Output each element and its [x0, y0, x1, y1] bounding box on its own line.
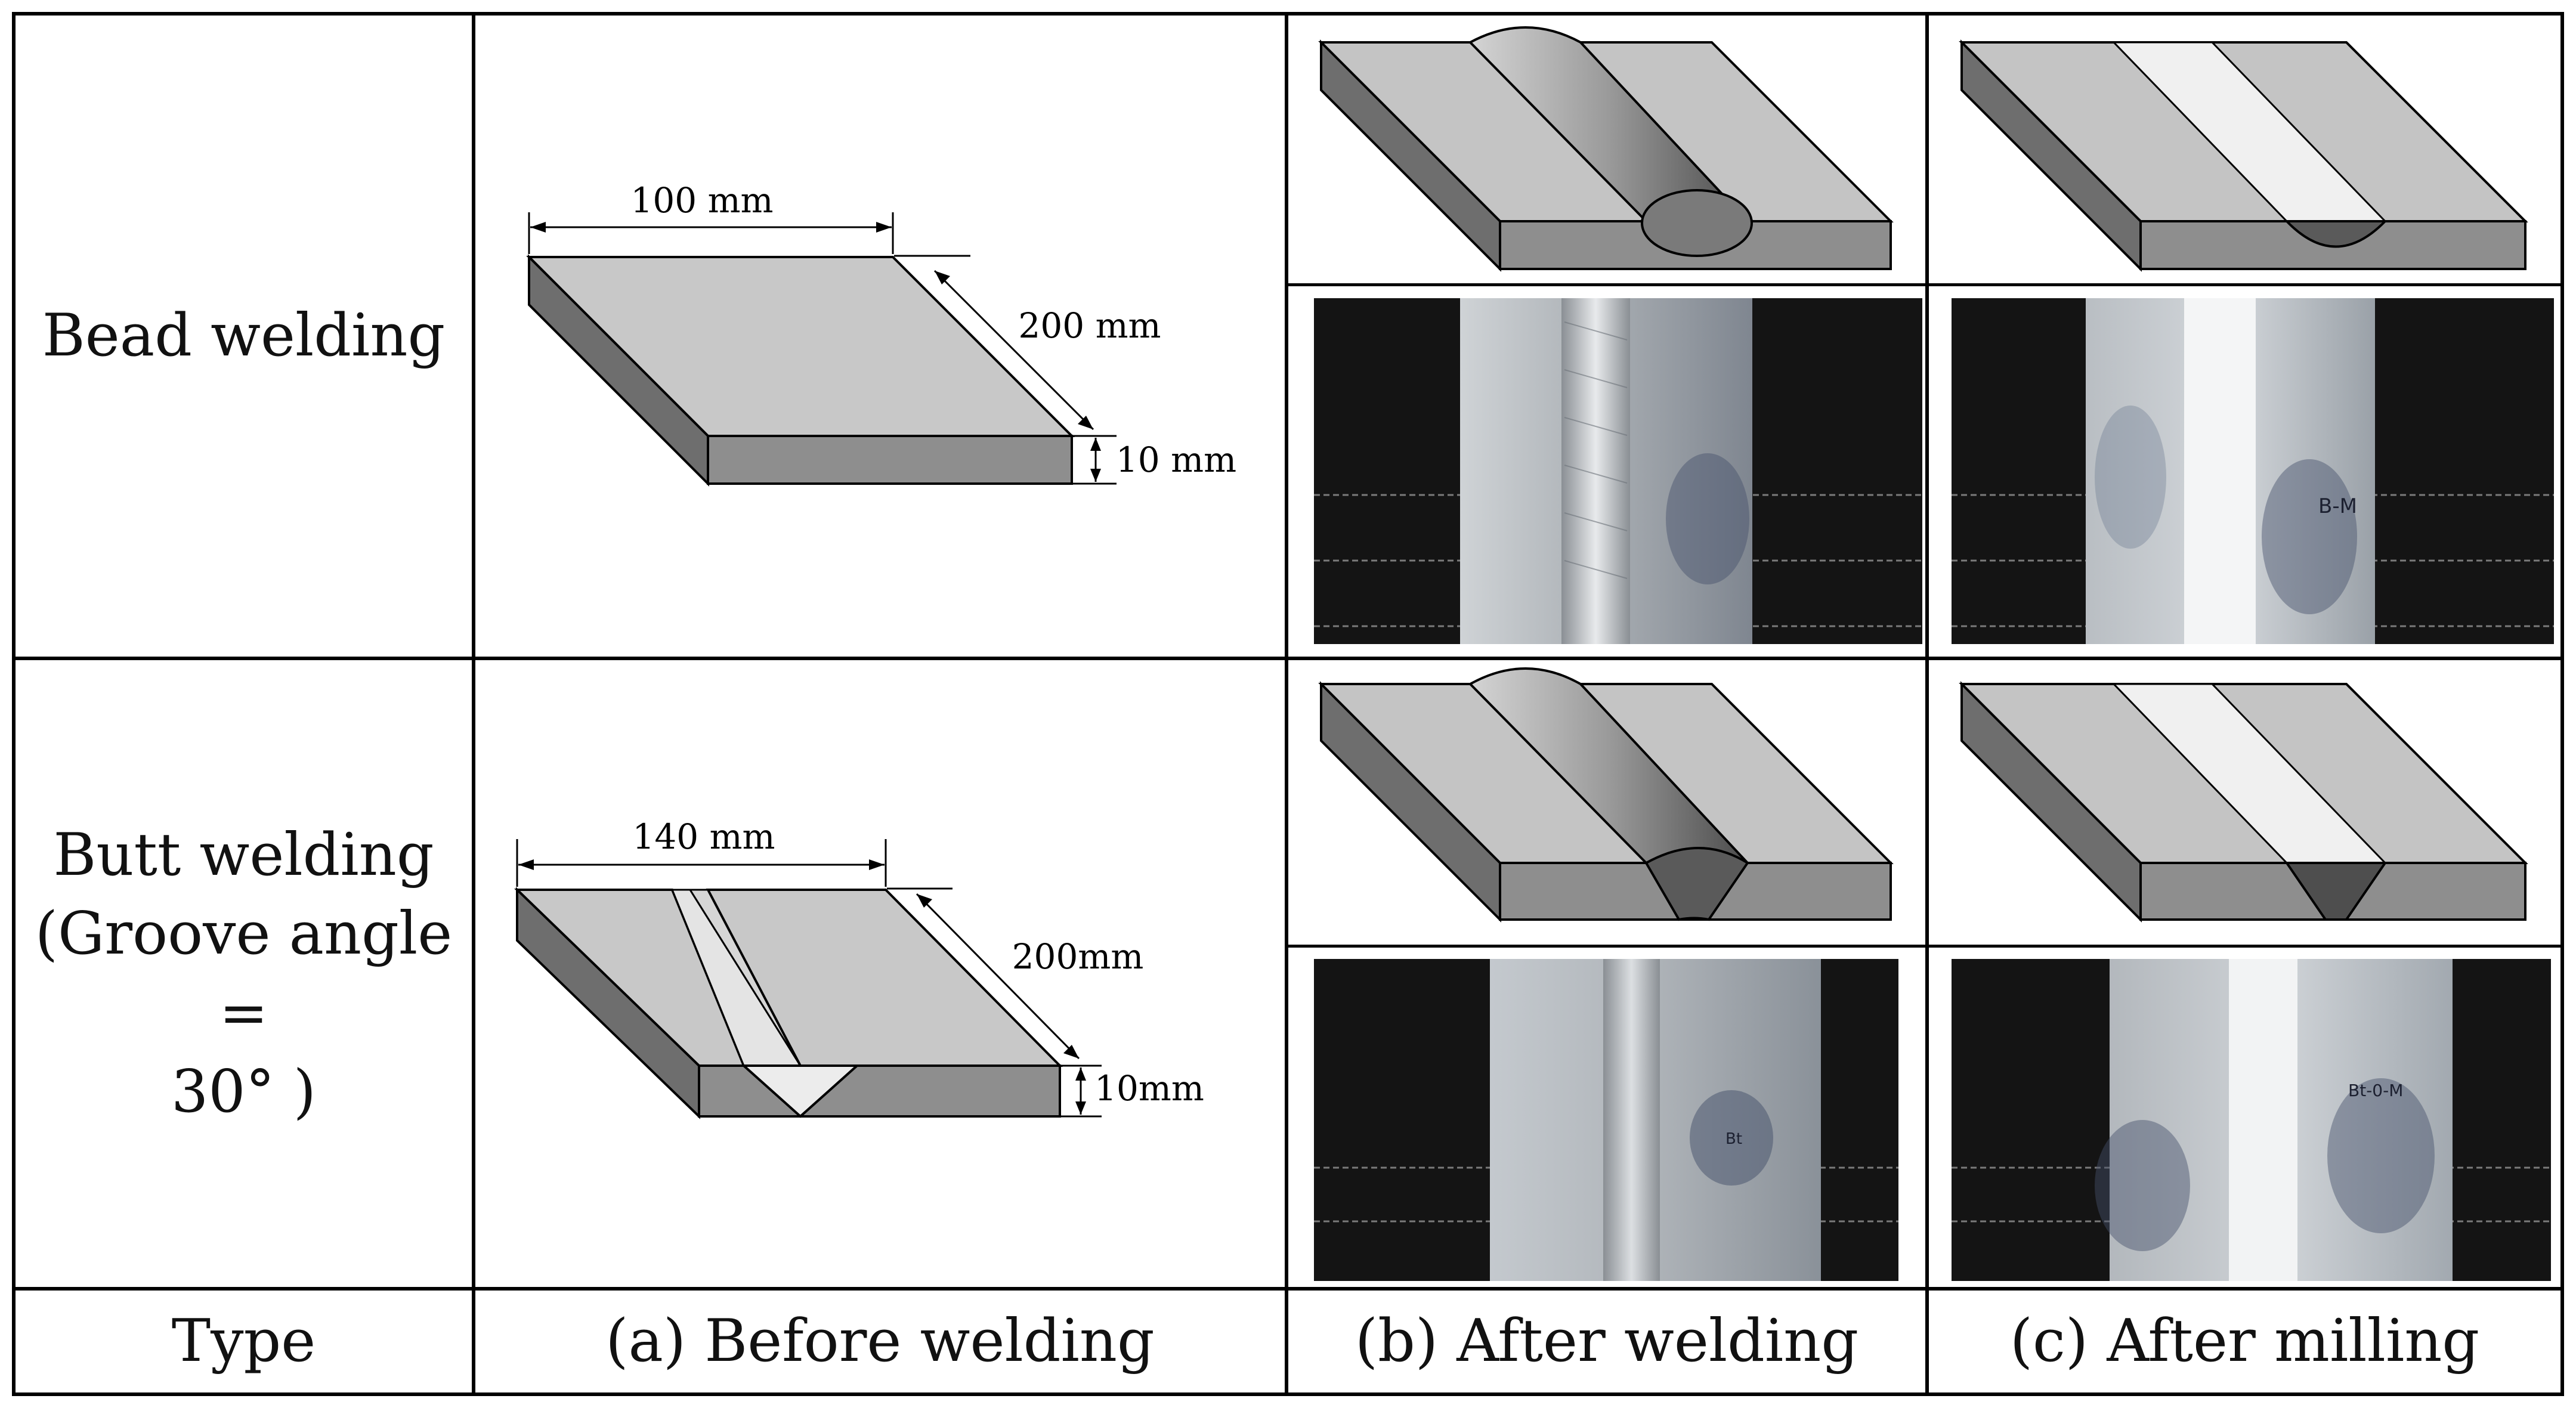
table-border-left	[12, 12, 16, 1396]
butt-length-dim: 200mm	[1012, 936, 1144, 977]
butt-welding-label: Butt welding	[53, 821, 434, 889]
col-divider-3	[1925, 12, 1929, 1396]
bead-plate-drawing: 100 mm 200 mm 10 mm	[526, 180, 1236, 487]
footer-type: Type	[171, 1307, 316, 1376]
butt-after-welding-photo: Bt	[1314, 959, 1898, 1281]
bead-after-milling-drawing	[1959, 39, 2528, 272]
bead-after-milling-photo: B-M	[1952, 298, 2554, 644]
butt-specimen-mark-welded: Bt	[1725, 1130, 1742, 1148]
butt-plate-drawing: 140 mm 200mm 10mm	[514, 816, 1204, 1119]
butt-thickness-dim: 10mm	[1094, 1068, 1204, 1109]
groove-angle-value: 30° )	[171, 1057, 317, 1126]
row-label-bead: Bead welding	[16, 16, 472, 657]
bead-specimen-mark: B-M	[2318, 494, 2357, 518]
butt-specimen-mark: Bt-0-M	[2348, 1081, 2403, 1100]
butt-after-milling-drawing	[1959, 681, 2528, 923]
groove-angle-label: (Groove angle =	[35, 900, 453, 1047]
butt-after-milling-photo: Bt-0-M	[1952, 959, 2551, 1281]
bead-length-dim: 200 mm	[1018, 305, 1161, 346]
bead-after-welding-photo	[1314, 298, 1922, 644]
subrow-divider-bead	[1285, 283, 2564, 286]
subrow-divider-butt	[1285, 945, 2564, 948]
row-label-butt: Butt welding (Groove angle = 30° )	[16, 660, 472, 1287]
footer-before-welding: (a) Before welding	[605, 1307, 1155, 1376]
bead-after-welding-drawing	[1318, 26, 1894, 272]
bead-welding-label: Bead welding	[42, 302, 446, 370]
col-divider-1	[472, 12, 475, 1396]
bead-thickness-dim: 10 mm	[1116, 440, 1236, 480]
footer-after-welding: (b) After welding	[1355, 1307, 1859, 1376]
footer-after-milling: (c) After milling	[2009, 1307, 2480, 1376]
butt-after-welding-drawing	[1318, 667, 1894, 923]
col-divider-2	[1285, 12, 1288, 1396]
table-border-right	[2560, 12, 2564, 1396]
butt-width-dim: 140 mm	[632, 816, 775, 857]
bead-width-dim: 100 mm	[630, 180, 773, 221]
